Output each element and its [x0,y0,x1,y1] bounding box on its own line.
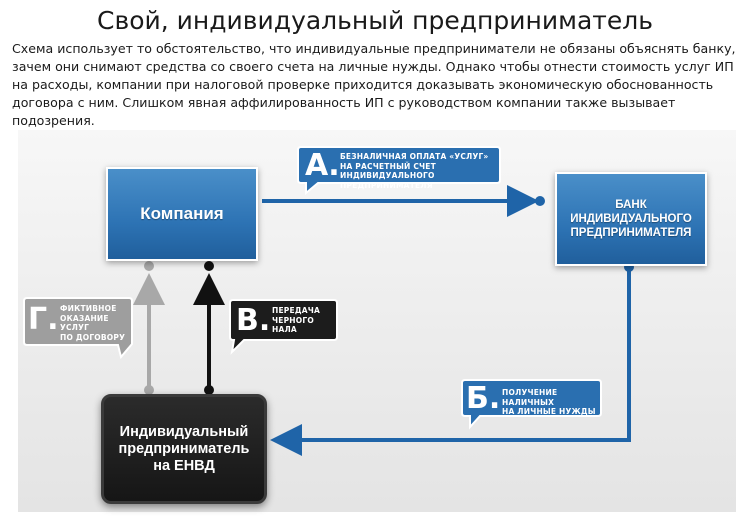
callout-a-letter: А. [305,148,340,183]
callout-v-letter: В. [236,303,271,338]
entrepreneur-label: Индивидуальный предприниматель на ЕНВД [118,423,250,474]
company-node: Компания [106,167,258,261]
callout-b-letter: Б. [466,381,501,416]
bank-label: Банк индивидуального предпринимателя [570,199,692,239]
callout-b-bubble [461,379,602,430]
entrepreneur-node: Индивидуальный предприниматель на ЕНВД [101,394,267,504]
intro-paragraph: Схема использует то обстоятельство, что … [12,41,736,128]
bank-node: Банк индивидуального предпринимателя [555,172,707,266]
callout-a-text: Безналичная оплата «услуг» на расчетный … [340,152,489,190]
callout-g-text: Фиктивное оказание услуг по договору [60,304,126,342]
page-title: Свой, индивидуальный предприниматель [97,6,653,35]
callout-b-text: Получение наличных на личные нужды [502,388,596,416]
callout-a-bubble [297,146,501,196]
callout-g-letter: Г. [28,302,59,337]
arrow-b [270,270,631,456]
company-label: Компания [140,204,224,223]
callout-v-bubble [229,299,338,355]
callout-g-bubble [23,297,133,360]
callout-v-text: Передача черного нала [272,306,320,334]
